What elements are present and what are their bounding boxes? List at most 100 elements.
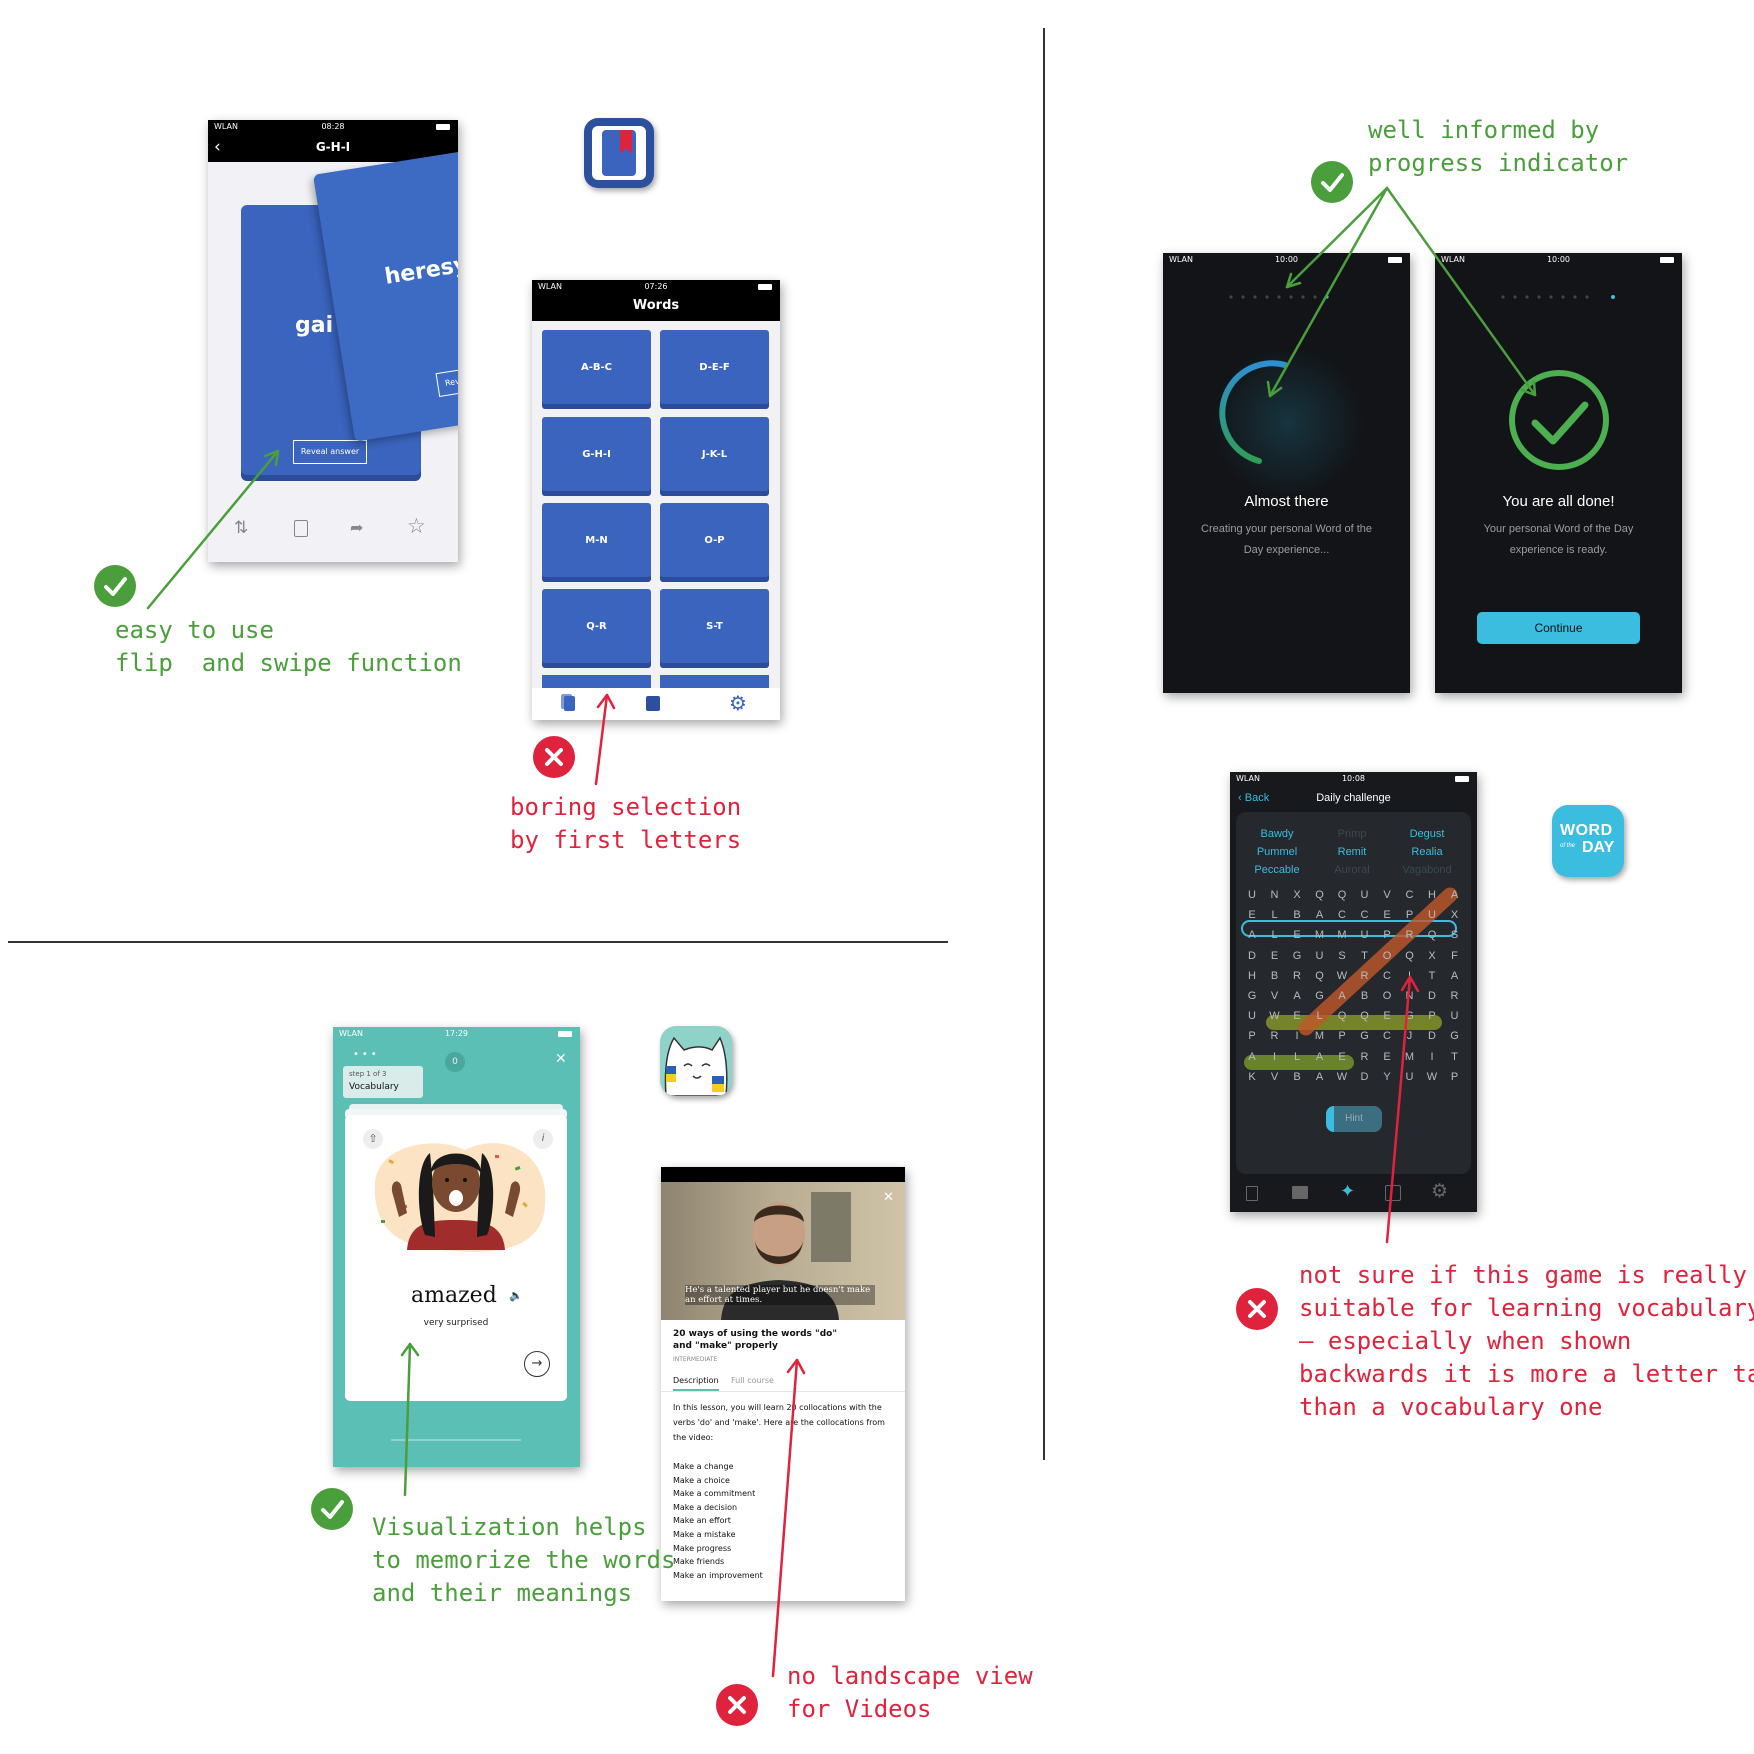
grid-letter[interactable]: E bbox=[1383, 1010, 1391, 1023]
grid-letter[interactable]: B bbox=[1293, 909, 1301, 922]
group-button-partial[interactable] bbox=[660, 675, 769, 689]
grid-letter[interactable]: R bbox=[1360, 969, 1369, 982]
grid-letter[interactable]: W bbox=[1269, 1010, 1280, 1023]
group-button-mn[interactable]: M-N bbox=[542, 503, 651, 577]
group-button-abc[interactable]: A-B-C bbox=[542, 330, 651, 404]
tab-description[interactable]: Description bbox=[673, 1376, 719, 1391]
word-card[interactable]: ⇧ i amazed 🔈 very surprised → bbox=[345, 1115, 567, 1401]
grid-letter[interactable]: E bbox=[1383, 909, 1391, 922]
star-icon[interactable]: ☆ bbox=[407, 514, 426, 538]
grid-letter[interactable]: A bbox=[1315, 1070, 1324, 1083]
grid-letter[interactable]: U bbox=[1248, 889, 1256, 901]
grid-letter[interactable]: T bbox=[1428, 969, 1436, 982]
grid-letter[interactable]: E bbox=[1293, 929, 1301, 942]
grid-letter[interactable]: G bbox=[1292, 949, 1302, 962]
grid-letter[interactable]: C bbox=[1405, 889, 1414, 901]
grid-letter[interactable]: C bbox=[1383, 1030, 1391, 1043]
grid-letter[interactable]: V bbox=[1270, 1070, 1279, 1083]
calendar-icon[interactable] bbox=[1385, 1185, 1401, 1201]
grid-letter[interactable]: T bbox=[1451, 1050, 1458, 1063]
grid-letter[interactable]: X bbox=[1428, 949, 1436, 962]
grid-letter[interactable]: A bbox=[1315, 1050, 1324, 1063]
continue-button[interactable]: Continue bbox=[1477, 612, 1640, 644]
puzzle-icon[interactable]: ✦ bbox=[1340, 1181, 1356, 1202]
grid-letter[interactable]: E bbox=[1383, 1050, 1391, 1063]
grid-letter[interactable]: A bbox=[1293, 990, 1301, 1002]
close-icon[interactable]: ✕ bbox=[555, 1051, 567, 1067]
grid-letter[interactable]: P bbox=[1383, 929, 1391, 942]
grid-letter[interactable]: Q bbox=[1315, 889, 1324, 901]
grid-letter[interactable]: R bbox=[1270, 1030, 1279, 1043]
grid-letter[interactable]: Q bbox=[1427, 929, 1437, 942]
grid-letter[interactable]: X bbox=[1293, 889, 1301, 901]
grid-letter[interactable]: G bbox=[1360, 1030, 1369, 1043]
grid-letter[interactable]: N bbox=[1405, 990, 1414, 1002]
reveal-answer-button[interactable]: Reveal answer bbox=[293, 440, 367, 464]
grid-letter[interactable]: B bbox=[1360, 990, 1369, 1002]
video-player[interactable]: ✕ He's a talented player but he doesn't … bbox=[661, 1182, 905, 1320]
grid-letter[interactable]: E bbox=[1338, 1050, 1346, 1063]
grid-letter[interactable]: B bbox=[1293, 1070, 1301, 1083]
grid-letter[interactable]: G bbox=[1315, 990, 1324, 1002]
grid-letter[interactable]: L bbox=[1271, 909, 1278, 922]
grid-letter[interactable]: V bbox=[1270, 990, 1279, 1002]
grid-letter[interactable]: C bbox=[1383, 969, 1391, 982]
grid-letter[interactable]: I bbox=[1295, 1030, 1299, 1043]
grid-letter[interactable]: A bbox=[1248, 929, 1256, 942]
grid-letter[interactable]: O bbox=[1382, 990, 1392, 1002]
grid-letter[interactable]: C bbox=[1360, 909, 1369, 922]
back-button[interactable]: ‹ Back bbox=[1238, 792, 1270, 804]
group-button-partial[interactable] bbox=[542, 675, 651, 689]
more-dots-icon[interactable]: ••• bbox=[353, 1049, 380, 1060]
grid-letter[interactable]: E bbox=[1293, 1010, 1301, 1023]
group-button-op[interactable]: O-P bbox=[660, 503, 769, 577]
list-icon[interactable] bbox=[1246, 1186, 1258, 1201]
grid-letter[interactable]: P bbox=[1405, 909, 1414, 922]
grid-letter[interactable]: J bbox=[1406, 1030, 1413, 1043]
grid-letter[interactable]: R bbox=[1405, 929, 1414, 942]
settings-icon[interactable]: ⚙ bbox=[1431, 1180, 1449, 1202]
grid-letter[interactable]: U bbox=[1360, 889, 1369, 901]
group-button-st[interactable]: S-T bbox=[660, 589, 769, 663]
grid-letter[interactable]: U bbox=[1360, 929, 1369, 942]
grid-letter[interactable]: I bbox=[1407, 969, 1412, 982]
grid-letter[interactable]: G bbox=[1450, 1030, 1459, 1043]
grid-letter[interactable]: G bbox=[1247, 990, 1257, 1002]
grid-letter[interactable]: R bbox=[1293, 969, 1301, 982]
settings-icon[interactable]: ⚙ bbox=[729, 691, 747, 715]
grid-letter[interactable]: X bbox=[1450, 909, 1459, 922]
back-button[interactable]: ‹ bbox=[214, 137, 221, 157]
grid-letter[interactable]: G bbox=[1405, 1010, 1414, 1023]
grid-letter[interactable]: U bbox=[1248, 1010, 1256, 1023]
grid-letter[interactable]: L bbox=[1293, 1050, 1301, 1063]
grid-letter[interactable]: P bbox=[1338, 1030, 1346, 1043]
grid-letter[interactable]: E bbox=[1248, 909, 1256, 922]
copy-icon[interactable] bbox=[294, 520, 308, 537]
share-icon[interactable]: ➦ bbox=[350, 518, 364, 537]
grid-letter[interactable]: Y bbox=[1383, 1070, 1391, 1083]
grid-letter[interactable]: Q bbox=[1315, 969, 1324, 982]
group-button-qr[interactable]: Q-R bbox=[542, 589, 651, 663]
grid-letter[interactable]: A bbox=[1248, 1050, 1256, 1063]
shuffle-icon[interactable]: ⇅ bbox=[234, 518, 249, 538]
grid-letter[interactable]: H bbox=[1428, 889, 1436, 901]
tab-full-course[interactable]: Full course bbox=[731, 1376, 774, 1385]
grid-letter[interactable]: M bbox=[1314, 1030, 1325, 1043]
grid-letter[interactable]: C bbox=[1338, 909, 1346, 922]
book-icon[interactable] bbox=[646, 696, 660, 711]
grid-letter[interactable]: U bbox=[1315, 949, 1324, 962]
grid-letter[interactable]: W bbox=[1426, 1070, 1438, 1083]
close-icon[interactable]: ✕ bbox=[883, 1190, 894, 1205]
group-button-def[interactable]: D-E-F bbox=[660, 330, 769, 404]
grid-letter[interactable]: V bbox=[1383, 889, 1391, 901]
book-icon[interactable] bbox=[1292, 1186, 1308, 1199]
grid-letter[interactable]: W bbox=[1336, 1070, 1348, 1083]
grid-letter[interactable]: D bbox=[1428, 1030, 1436, 1043]
grid-letter[interactable]: Q bbox=[1405, 949, 1414, 962]
grid-letter[interactable]: P bbox=[1248, 1030, 1256, 1043]
grid-letter[interactable]: P bbox=[1428, 1010, 1436, 1023]
grid-letter[interactable]: R bbox=[1360, 1050, 1369, 1063]
grid-letter[interactable]: I bbox=[1272, 1050, 1277, 1063]
grid-letter[interactable]: E bbox=[1270, 949, 1279, 962]
